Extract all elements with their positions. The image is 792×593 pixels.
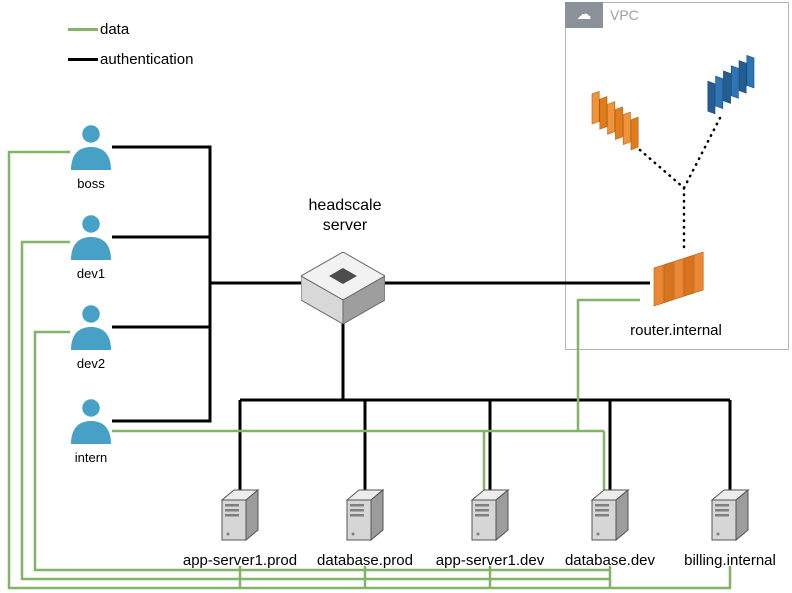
legend-auth-swatch bbox=[68, 58, 98, 61]
server-database-prod-label: database.prod bbox=[317, 552, 413, 569]
server-billing-internal-icon bbox=[710, 488, 750, 542]
server-database-dev-label: database.dev bbox=[564, 552, 656, 569]
server-app-server1-prod-icon bbox=[220, 488, 260, 542]
server-billing-internal-label: billing.internal bbox=[684, 552, 776, 569]
blue-instances-stack-icon bbox=[684, 34, 766, 122]
user-dev2-icon bbox=[68, 302, 114, 352]
cloud-icon: ☁ bbox=[576, 6, 592, 23]
user-dev1-icon bbox=[68, 212, 114, 262]
server-app-server1-prod-label: app-server1.prod bbox=[182, 552, 298, 569]
legend-auth-label: authentication bbox=[100, 51, 194, 68]
headscale-label: headscale server bbox=[308, 197, 382, 234]
orange-instances-stack-icon bbox=[578, 70, 654, 154]
vpc-header: ☁ bbox=[565, 2, 603, 28]
user-intern-label: intern bbox=[74, 450, 108, 465]
server-app-server1-dev-label: app-server1.dev bbox=[435, 552, 545, 569]
legend-data-label: data bbox=[100, 21, 130, 38]
user-boss-icon bbox=[68, 122, 114, 172]
user-boss-label: boss bbox=[77, 176, 105, 191]
router-label: router.internal bbox=[630, 322, 722, 339]
router-icon bbox=[646, 248, 706, 316]
user-dev1-label: dev1 bbox=[76, 266, 106, 281]
server-app-server1-dev-icon bbox=[470, 488, 510, 542]
user-intern-icon bbox=[68, 396, 114, 446]
headscale-cube-icon bbox=[301, 252, 385, 324]
legend-data-swatch bbox=[68, 28, 98, 31]
user-dev2-label: dev2 bbox=[76, 356, 106, 371]
server-database-dev-icon bbox=[590, 488, 630, 542]
vpc-title: VPC bbox=[610, 7, 639, 23]
server-database-prod-icon bbox=[345, 488, 385, 542]
